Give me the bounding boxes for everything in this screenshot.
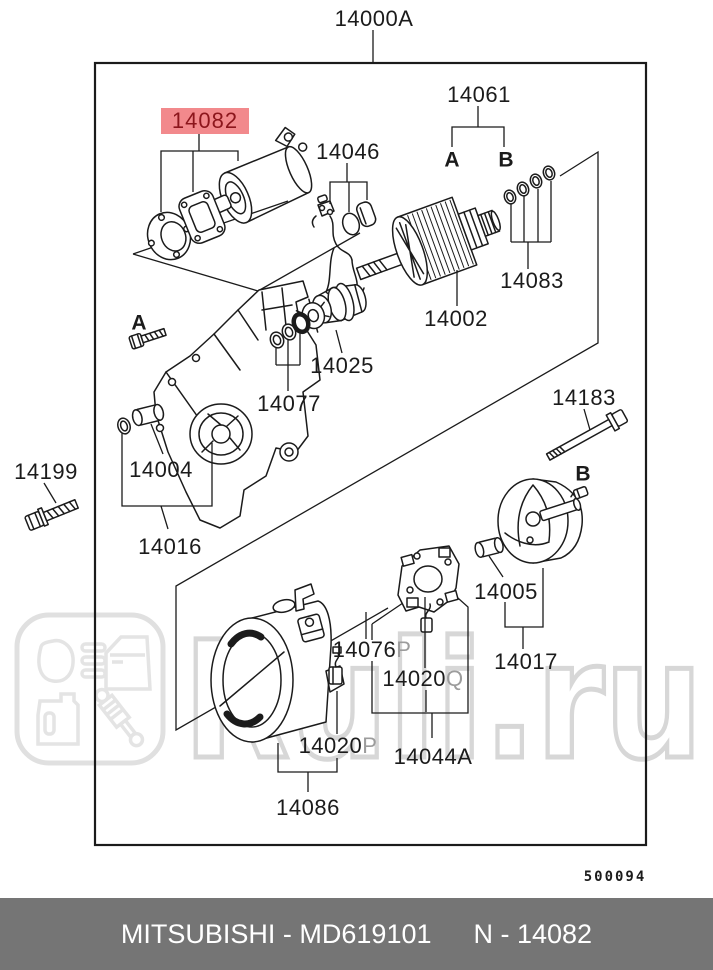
oil-can-icon (36, 692, 80, 746)
oil-can-handle (43, 711, 56, 736)
assembly-code-label[interactable]: 14000A (334, 6, 414, 31)
snap-rings-part (269, 311, 311, 349)
part-label-14199[interactable]: 14199 (14, 459, 78, 484)
sheet-number: 500094 (583, 869, 647, 885)
diagram-border (93, 61, 648, 847)
highlighted-part-label[interactable]: 14082 (161, 108, 249, 134)
shift-fork-part (311, 194, 377, 296)
part-label-14020Q[interactable]: 14020Q (382, 666, 464, 691)
drive-clutch-part (295, 282, 367, 333)
watermark-logo-box (14, 612, 166, 766)
footer-brand-part: MITSUBISHI - MD619101 (120, 918, 432, 949)
watermark-icons (36, 635, 152, 748)
part-label-14025[interactable]: 14025 (310, 353, 374, 378)
part-label-14016[interactable]: 14016 (138, 534, 202, 559)
leader-lines (43, 106, 591, 792)
view-letter-B: B (575, 462, 591, 486)
part-label-14061[interactable]: 14061 (447, 82, 511, 107)
part-label-14083[interactable]: 14083 (500, 268, 564, 293)
brush-part (328, 646, 343, 685)
brush-holder-part (397, 545, 460, 633)
light-beam-icon (80, 642, 107, 653)
light-beam-icon (80, 655, 107, 666)
screw-part (570, 486, 589, 500)
part-label-14005[interactable]: 14005 (474, 579, 538, 604)
through-bolt-part (545, 409, 629, 461)
part-label-14086[interactable]: 14086 (276, 795, 340, 820)
footer-bar: MITSUBISHI - MD619101 N - 14082 (0, 898, 713, 970)
part-label-14076P[interactable]: 14076P (332, 637, 412, 662)
part-label-14020P[interactable]: 14020P (298, 733, 378, 758)
shock-absorber-icon (94, 687, 145, 748)
mounting-bolt-part (24, 499, 79, 531)
bolt-a-part (128, 327, 167, 350)
part-label-14044A[interactable]: 14044A (393, 744, 473, 769)
view-letter-B: B (498, 148, 514, 172)
rear-bushing-part (474, 536, 504, 558)
part-label-14017[interactable]: 14017 (494, 649, 558, 674)
front-bushing-part (117, 403, 165, 435)
headlight-icon (37, 638, 75, 683)
view-letter-A: A (444, 148, 460, 172)
part-label-14046[interactable]: 14046 (316, 139, 380, 164)
rear-end-cap-part (497, 478, 583, 564)
light-beam-icon (80, 668, 107, 679)
construction-lines (132, 30, 599, 738)
footer-reference: N - 14082 (473, 918, 593, 949)
view-letter-A: A (131, 311, 147, 335)
part-label-14002[interactable]: 14002 (424, 306, 488, 331)
part-label-14004[interactable]: 14004 (129, 457, 193, 482)
part-label-14077[interactable]: 14077 (257, 391, 321, 416)
armature-part (355, 196, 501, 286)
car-door-icon (104, 635, 152, 691)
gasket-part (178, 189, 226, 245)
part-label-14183[interactable]: 14183 (552, 385, 616, 410)
washer-set-part (503, 165, 556, 205)
